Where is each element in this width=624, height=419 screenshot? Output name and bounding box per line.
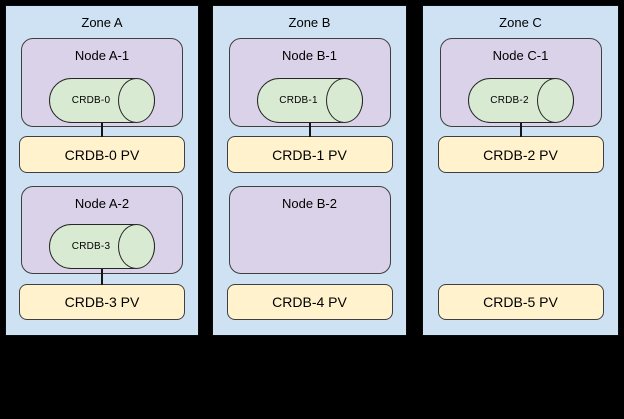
pv-crdb-3-label: CRDB-3 PV [64, 294, 140, 310]
cylinder-cap-icon [118, 224, 155, 269]
pod-crdb-2-label: CRDB-2 [490, 95, 529, 106]
node-a-1-label: Node A-1 [74, 48, 130, 63]
pv-crdb-0: CRDB-0 PV [19, 136, 185, 173]
connector-crdb3-pv [101, 268, 103, 285]
pv-crdb-5-label: CRDB-5 PV [483, 294, 558, 310]
node-c-1-label: Node C-1 [492, 48, 549, 63]
cylinder-cap-icon [325, 78, 363, 123]
pv-crdb-5-unattached: CRDB-5 PV [437, 284, 604, 320]
cylinder-cap-icon [536, 78, 574, 123]
pv-crdb-0-label: CRDB-0 PV [64, 146, 140, 163]
zone-a-title: Zone A [81, 15, 123, 30]
pv-crdb-4-label: CRDB-4 PV [272, 294, 347, 310]
pv-crdb-2: CRDB-2 PV [437, 136, 604, 173]
node-b-2-label: Node B-2 [282, 196, 337, 211]
zone-b-title: Zone B [288, 15, 331, 30]
node-b-2-empty: Node B-2 [228, 186, 391, 274]
connector-crdb2-pv [519, 122, 522, 137]
zone-c-title: Zone C [499, 15, 542, 30]
cylinder-cap-icon [118, 78, 155, 123]
node-b-1-label: Node B-1 [282, 48, 337, 63]
pv-crdb-1-label: CRDB-1 PV [272, 146, 347, 163]
pod-crdb-1: CRDB-1 [256, 78, 363, 123]
pod-crdb-0: CRDB-0 [49, 78, 155, 123]
connector-crdb0-pv [101, 122, 103, 137]
pv-crdb-2-label: CRDB-2 PV [483, 146, 558, 163]
node-a-2-label: Node A-2 [74, 196, 130, 211]
pod-crdb-2: CRDB-2 [467, 78, 574, 123]
pod-crdb-1-label: CRDB-1 [279, 95, 318, 106]
pod-crdb-3-label: CRDB-3 [71, 241, 111, 252]
zone-b: Zone B Node B-1 CRDB-1 CRDB-1 PV Node B-… [212, 5, 407, 336]
pv-crdb-3: CRDB-3 PV [19, 284, 185, 320]
zone-a: Zone A Node A-1 CRDB-0 CRDB-0 PV Node A-… [5, 5, 199, 336]
connector-crdb1-pv [308, 122, 311, 137]
zone-c: Zone C Node C-1 CRDB-2 CRDB-2 PV CRDB-5 … [422, 5, 619, 336]
pv-crdb-1: CRDB-1 PV [226, 136, 393, 173]
pod-crdb-3: CRDB-3 [49, 224, 155, 269]
pod-crdb-0-label: CRDB-0 [71, 95, 111, 106]
pv-crdb-4-unattached: CRDB-4 PV [226, 284, 393, 320]
